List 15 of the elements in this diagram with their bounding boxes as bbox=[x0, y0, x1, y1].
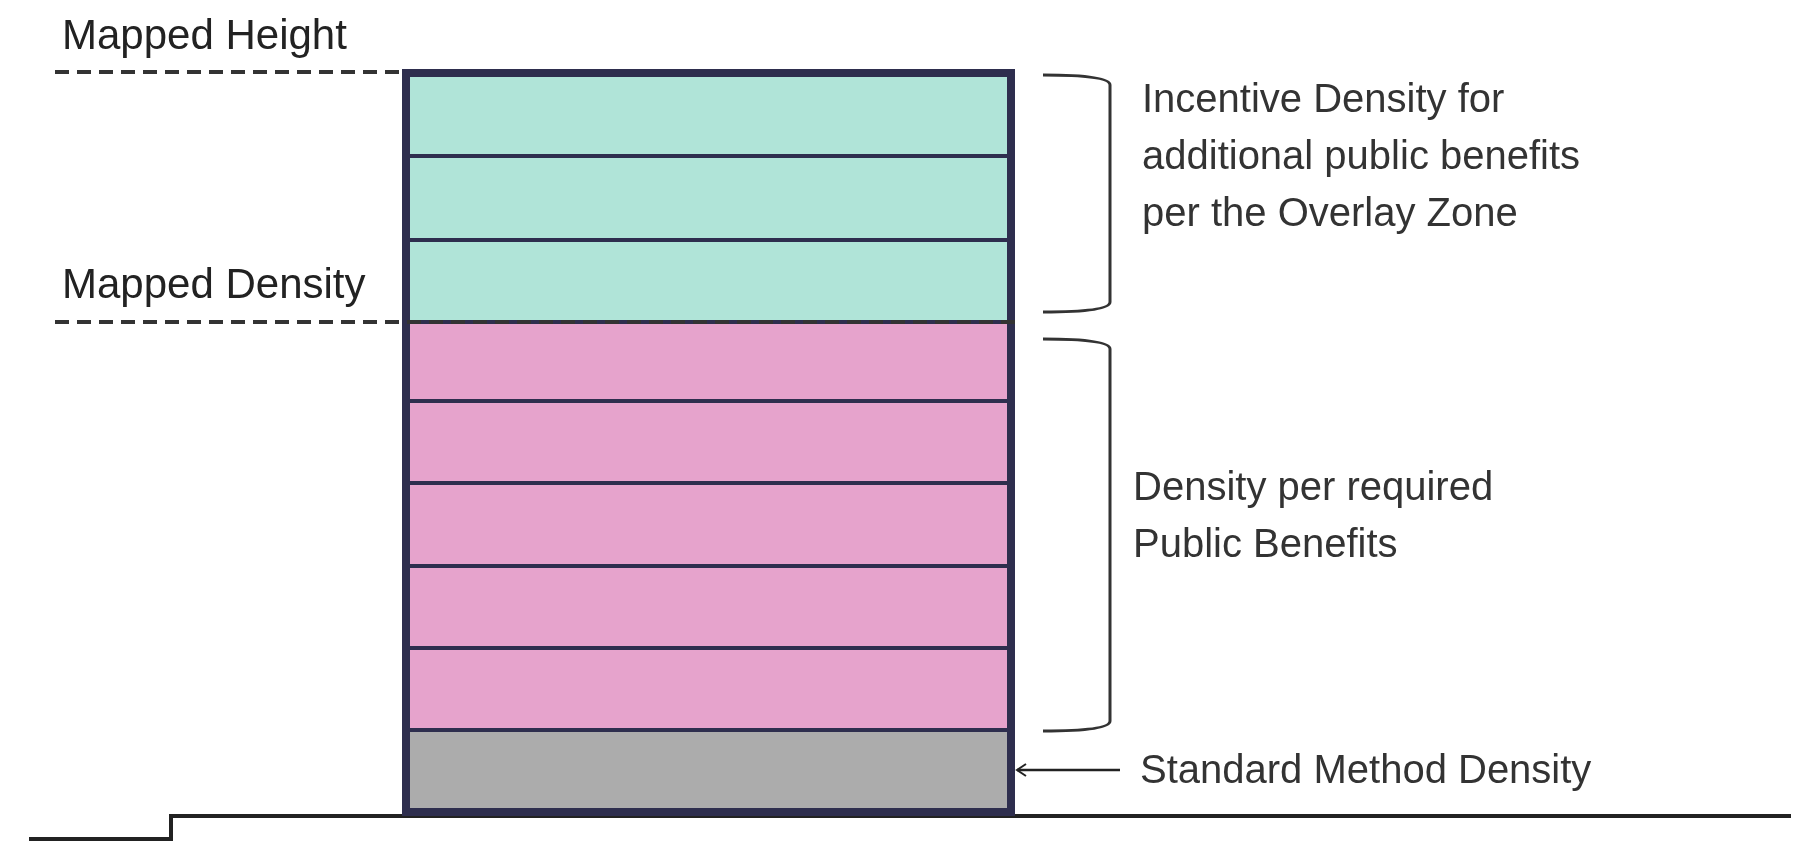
building-floor bbox=[408, 75, 1009, 156]
building-floor bbox=[408, 648, 1009, 730]
building-floor bbox=[408, 156, 1009, 240]
level-label: Mapped Height bbox=[62, 10, 348, 60]
building-floor bbox=[408, 240, 1009, 322]
building-floor bbox=[408, 483, 1009, 566]
bracket-label: Incentive Density for additional public benefits per the Overlay Zone bbox=[1142, 75, 1582, 236]
arrow bbox=[1016, 763, 1120, 777]
level-label: Mapped Density bbox=[62, 259, 367, 309]
callout-text: Standard Method Density bbox=[1140, 741, 1592, 798]
building-floor bbox=[408, 730, 1009, 810]
bracket-label: Density per required Public Benefits bbox=[1133, 463, 1495, 567]
building-floor bbox=[408, 566, 1009, 648]
building-floor bbox=[408, 322, 1009, 401]
building-floor bbox=[408, 401, 1009, 483]
